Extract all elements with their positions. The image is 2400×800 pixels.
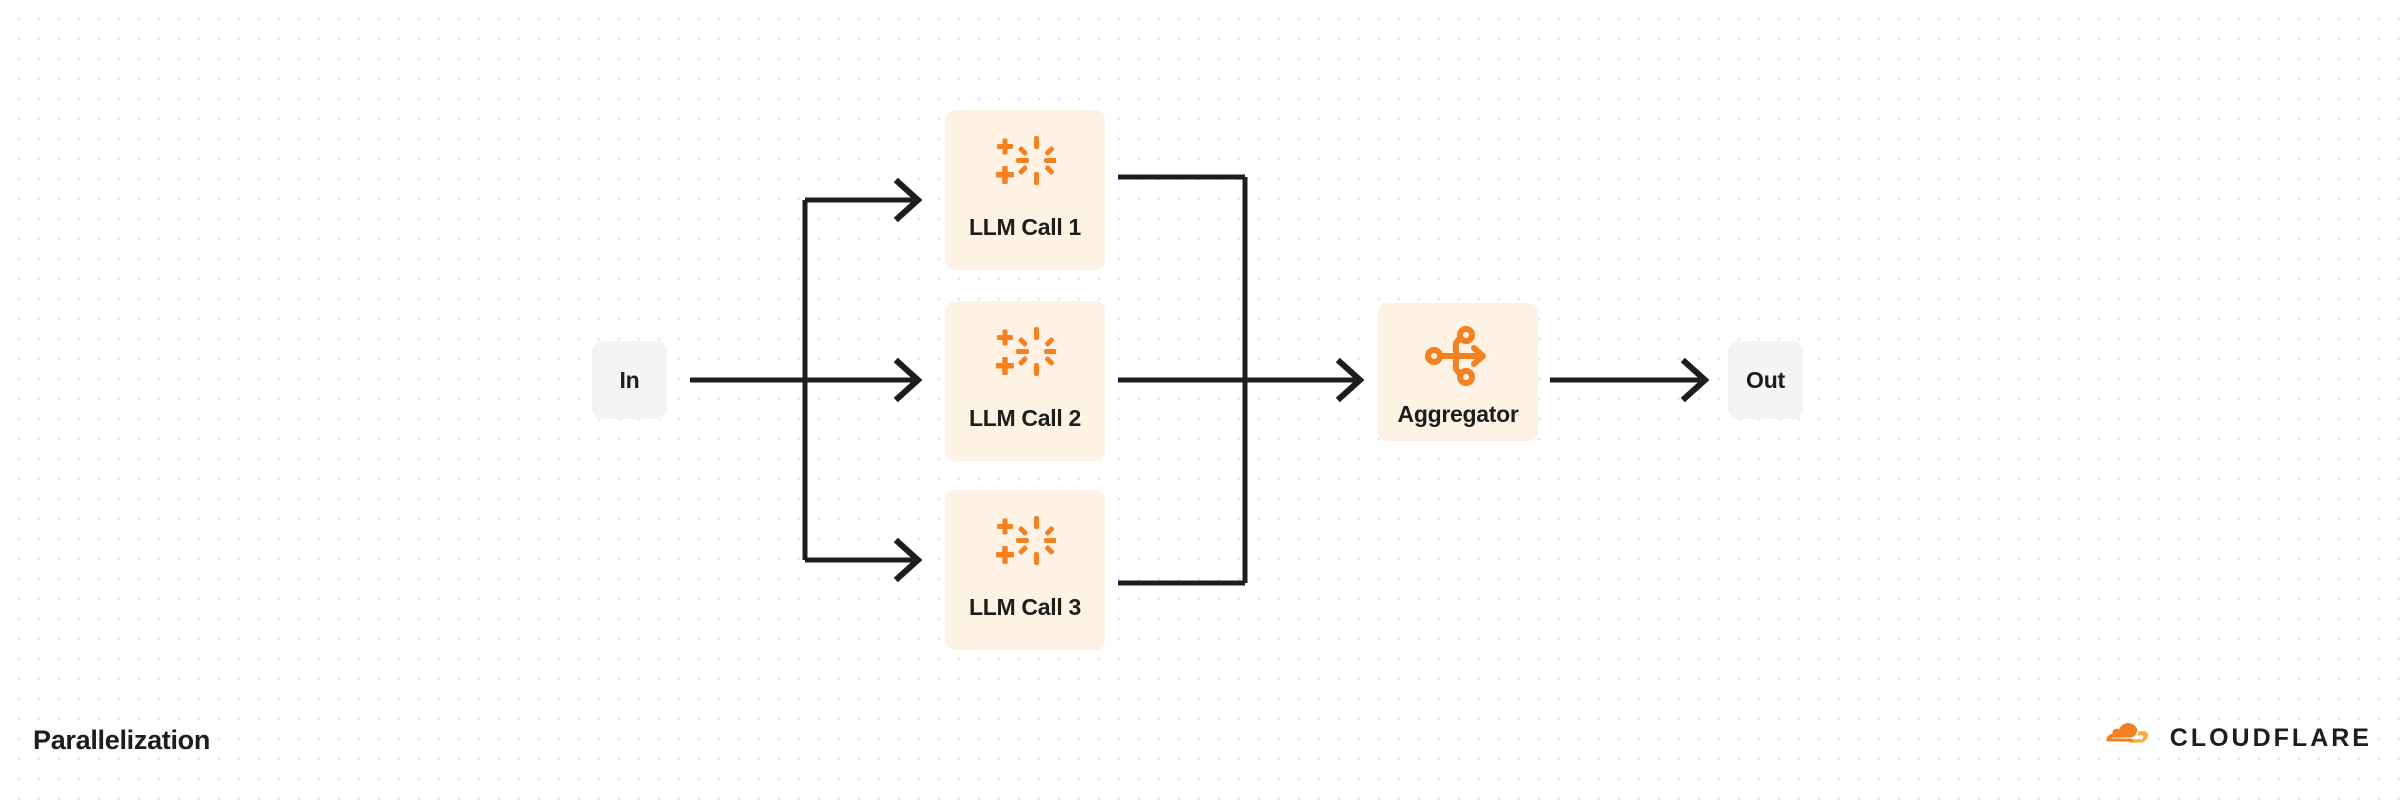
arrowhead-out [1680, 357, 1710, 403]
ai-sparkle-icon [994, 514, 1057, 572]
arrowhead-llm3 [893, 537, 923, 583]
node-in-label: In [619, 366, 640, 393]
node-llm-call-1[interactable]: LLM Call 1 [945, 110, 1105, 270]
node-aggregator[interactable]: Aggregator [1378, 303, 1538, 441]
node-llm-call-2[interactable]: LLM Call 2 [945, 301, 1105, 461]
arrowhead-llm1 [893, 177, 923, 223]
node-out[interactable]: Out [1728, 341, 1803, 419]
ai-sparkle-icon [994, 134, 1057, 192]
page-title: Parallelization [33, 725, 211, 755]
node-in[interactable]: In [592, 341, 667, 419]
arrowhead-llm2 [893, 357, 923, 403]
node-llm-call-2-label: LLM Call 2 [968, 405, 1081, 431]
ai-sparkle-icon [994, 325, 1057, 383]
node-aggregator-label: Aggregator [1397, 401, 1519, 427]
node-llm-call-3-label: LLM Call 3 [968, 594, 1081, 620]
brand-logo: CLOUDFLARE [2094, 723, 2372, 753]
arrowhead-aggregator [1335, 357, 1365, 403]
node-llm-call-3[interactable]: LLM Call 3 [945, 490, 1105, 650]
cloudflare-cloud-icon [2094, 723, 2156, 753]
brand-wordmark: CLOUDFLARE [2169, 723, 2372, 752]
aggregator-merge-icon [1422, 325, 1494, 387]
node-out-label: Out [1746, 366, 1785, 393]
node-llm-call-1-label: LLM Call 1 [968, 214, 1081, 240]
